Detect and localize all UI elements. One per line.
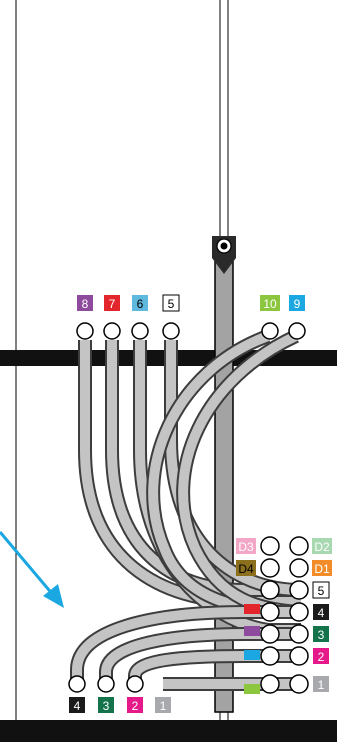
- label-6: 6: [132, 295, 148, 311]
- label-7: 7: [104, 295, 120, 311]
- label-9: 9: [289, 295, 305, 311]
- label-bottom-3: 3: [98, 697, 114, 713]
- svg-text:D2: D2: [314, 540, 330, 554]
- label-d1: D1: [312, 560, 332, 576]
- top-port-9: [288, 322, 306, 340]
- grid-port-2-left: [260, 646, 280, 666]
- label-side-5: 5: [312, 581, 330, 599]
- label-10: 10: [260, 295, 280, 311]
- grid-port-d4-right: [289, 558, 309, 578]
- arrow-icon: [0, 531, 64, 608]
- svg-text:2: 2: [132, 699, 139, 713]
- cable-2: [128, 649, 301, 684]
- label-side-3: 3: [313, 626, 329, 642]
- grid-port-d3-right: [289, 536, 309, 556]
- label-8: 8: [77, 295, 93, 311]
- top-port-10: [261, 322, 279, 340]
- svg-text:5: 5: [168, 297, 175, 311]
- label-side-2: 2: [313, 648, 329, 664]
- grid-port-d4-left: [260, 558, 280, 578]
- grid-port-1-left: [260, 674, 280, 694]
- grid-port-3-right: [289, 624, 309, 644]
- grid-port-4-right: [289, 602, 309, 622]
- port-circles: [68, 322, 309, 694]
- label-bottom-2: 2: [127, 697, 143, 713]
- cable-4: [70, 605, 301, 684]
- label-side-4: 4: [313, 604, 329, 620]
- side-port-labels: 5 4 3 2 1: [312, 581, 330, 692]
- top-port-6: [131, 322, 149, 340]
- top-port-8: [76, 322, 94, 340]
- svg-text:9: 9: [294, 297, 301, 311]
- grid-port-5-right: [289, 580, 309, 600]
- grid-port-3-left: [260, 624, 280, 644]
- label-d4: D4: [236, 560, 256, 576]
- label-5: 5: [162, 294, 180, 312]
- grid-port-2-right: [289, 646, 309, 666]
- label-side-1: 1: [313, 676, 329, 692]
- svg-text:D3: D3: [238, 540, 254, 554]
- d-port-labels: D3 D2 D4 D1: [236, 538, 332, 576]
- hidden-port-tabs: [244, 604, 260, 694]
- bottom-port-labels: 4 3 2 1: [69, 697, 171, 713]
- label-bottom-4: 4: [69, 697, 85, 713]
- cable-3: [99, 627, 301, 684]
- hidden-tab-green: [244, 684, 260, 694]
- bottom-port-4: [68, 675, 86, 693]
- svg-text:3: 3: [318, 628, 325, 642]
- svg-text:1: 1: [160, 699, 167, 713]
- hidden-tab-blue: [244, 650, 260, 660]
- svg-text:D1: D1: [314, 562, 330, 576]
- hidden-tab-red: [244, 604, 260, 614]
- svg-text:10: 10: [263, 297, 277, 311]
- svg-text:D4: D4: [238, 562, 254, 576]
- svg-text:8: 8: [82, 297, 89, 311]
- svg-text:5: 5: [318, 584, 325, 598]
- label-d3: D3: [236, 538, 256, 554]
- grid-port-4-left: [260, 602, 280, 622]
- label-bottom-1: 1: [155, 697, 171, 713]
- svg-text:2: 2: [318, 650, 325, 664]
- svg-text:4: 4: [74, 699, 81, 713]
- bottom-port-2: [126, 675, 144, 693]
- top-port-labels: 8 7 6 5 10 9: [77, 294, 305, 312]
- svg-text:1: 1: [318, 678, 325, 692]
- cables: [70, 329, 302, 691]
- top-port-7: [103, 322, 121, 340]
- grid-port-1-right: [289, 674, 309, 694]
- grid-port-d3-left: [260, 536, 280, 556]
- hidden-tab-purple: [244, 626, 260, 636]
- svg-text:3: 3: [103, 699, 110, 713]
- svg-text:7: 7: [109, 297, 116, 311]
- top-port-5: [162, 322, 180, 340]
- bottom-bar: [0, 720, 337, 742]
- svg-text:4: 4: [318, 606, 325, 620]
- svg-text:6: 6: [137, 297, 144, 311]
- bottom-port-3: [97, 675, 115, 693]
- label-d2: D2: [312, 538, 332, 554]
- grid-port-5-left: [260, 580, 280, 600]
